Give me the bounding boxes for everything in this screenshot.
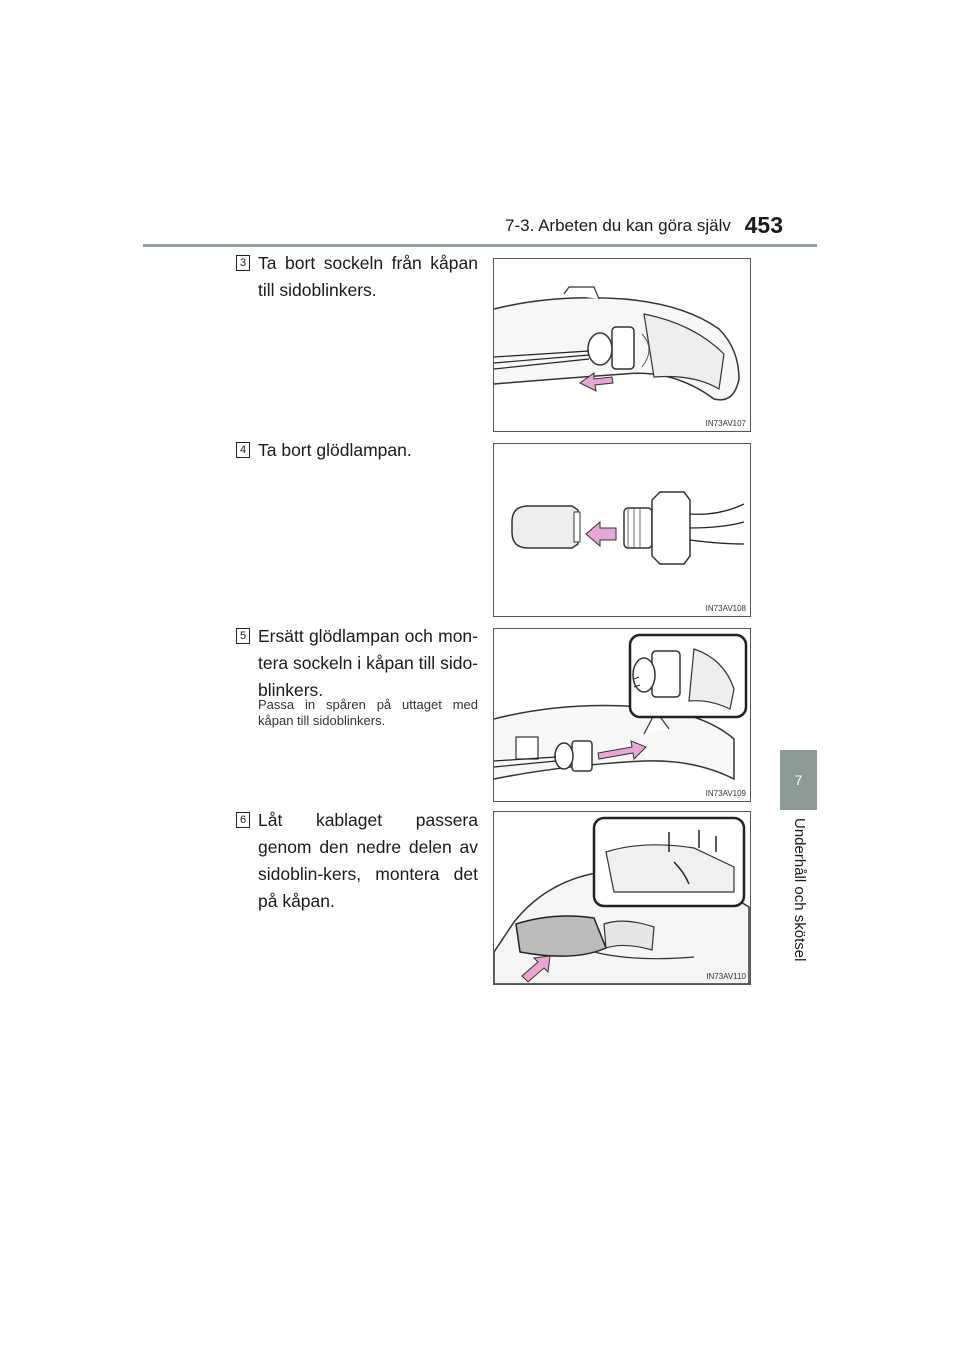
figure-code: IN73AV107 — [705, 419, 746, 428]
chapter-tab: 7 — [780, 750, 817, 810]
step-number: 6 — [236, 812, 250, 828]
header-rule — [143, 244, 817, 247]
step-note: Passa in spåren på uttaget med kåpan til… — [258, 697, 478, 728]
bulb-and-socket-illustration — [511, 491, 745, 565]
step-text: Ta bort glödlampan. — [258, 440, 412, 460]
figure-remove-socket: IN73AV107 — [493, 258, 751, 432]
figure-code: IN73AV109 — [705, 789, 746, 798]
pull-arrow-icon — [585, 520, 617, 548]
housing-with-detail-illustration — [494, 633, 748, 781]
step-text: Ta bort sockeln från kåpan till sidoblin… — [258, 253, 478, 300]
turn-signal-housing-illustration — [494, 286, 740, 401]
step-text: Låt kablaget passera genom den nedre del… — [258, 810, 478, 911]
mirror-cover-illustration — [494, 816, 750, 984]
push-arrow-icon — [521, 955, 551, 983]
page-number: 453 — [744, 212, 783, 238]
figure-remove-bulb: IN73AV108 — [493, 443, 751, 617]
section-title: 7-3. Arbeten du kan göra själv — [505, 216, 731, 235]
step-text: Ersätt glödlampan och mon-tera sockeln i… — [258, 626, 478, 700]
chapter-label: Underhåll och skötsel — [791, 818, 808, 962]
figure-code: IN73AV108 — [705, 604, 746, 613]
step-number: 5 — [236, 628, 250, 644]
figure-install-bulb: IN73AV109 — [493, 628, 751, 802]
step-number: 3 — [236, 255, 250, 271]
insert-arrow-icon — [597, 740, 647, 761]
figure-code: IN73AV110 — [706, 972, 746, 981]
figure-mount-cover: IN73AV110 — [493, 811, 751, 985]
pull-arrow-icon — [579, 372, 614, 392]
step-number: 4 — [236, 442, 250, 458]
